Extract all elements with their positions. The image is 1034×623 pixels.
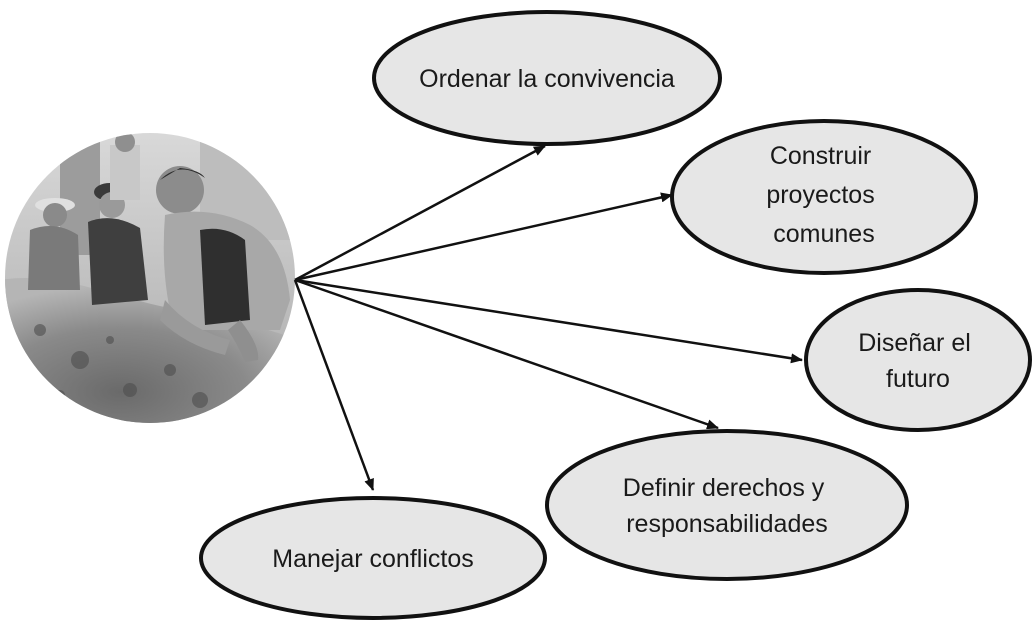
node-manejar: Manejar conflictos <box>199 496 547 620</box>
svg-text:Manejar conflictos: Manejar conflictos <box>272 545 473 573</box>
arrows <box>293 144 803 491</box>
arrow-to-disenar <box>294 278 803 364</box>
node-manejar-line-1: Manejar conflictos <box>272 545 473 573</box>
node-construir-line-3: comunes <box>773 220 874 248</box>
arrow-to-ordenar <box>294 144 546 282</box>
svg-text:Ordenar la convivencia: Ordenar la convivencia <box>419 65 675 93</box>
arrow-to-manejar <box>293 279 375 491</box>
node-disenar: Diseñar el futuro <box>804 288 1032 432</box>
svg-text:Diseñar el futuro: Diseñar el futuro <box>858 329 978 393</box>
node-ordenar-line-1: Ordenar la convivencia <box>419 65 675 93</box>
svg-text:Definir derechos y respo: Definir derechos y responsabilidades <box>623 474 831 538</box>
arrow-to-construir <box>294 192 673 282</box>
arrow-to-definir <box>294 278 719 430</box>
node-ordenar: Ordenar la convivencia <box>372 10 722 146</box>
svg-text:Construir proyectos: Construir proyectos comunes <box>766 142 881 248</box>
node-definir-line-2: responsabilidades <box>626 510 828 538</box>
node-definir-line-1: Definir derechos y <box>623 474 825 502</box>
node-construir-line-1: Construir <box>770 142 871 170</box>
node-disenar-line-2: futuro <box>886 365 950 393</box>
node-disenar-line-1: Diseñar el <box>858 329 971 357</box>
node-construir: Construir proyectos comunes <box>670 119 978 275</box>
node-construir-line-2: proyectos <box>766 181 874 209</box>
node-definir: Definir derechos y responsabilidades <box>545 429 909 581</box>
photo-workers-soil <box>5 133 295 423</box>
